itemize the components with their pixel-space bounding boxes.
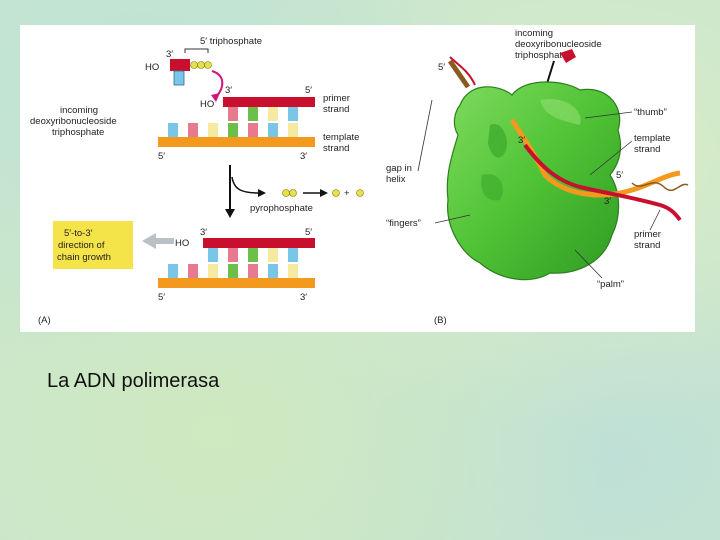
incoming-label-b-3: triphosphate <box>515 50 567 61</box>
direction-line-2: direction of <box>58 240 105 251</box>
polymerase-protein <box>446 81 622 281</box>
slide-caption: La ADN polimerasa <box>47 370 220 392</box>
dna-top-strand-end <box>449 56 476 86</box>
primer-label-2: strand <box>323 104 349 115</box>
phosphate-1 <box>190 61 198 69</box>
upper-ho-label: HO <box>200 99 214 110</box>
thumb-leader <box>584 111 633 119</box>
gap-leader <box>417 99 433 172</box>
primer-b-leader <box>649 209 661 231</box>
palm-leader <box>574 249 603 279</box>
gap-label-2: helix <box>386 174 406 185</box>
phosphate-3 <box>204 61 212 69</box>
lower-ho-label: HO <box>175 238 189 249</box>
upper-template-3prime: 3′ <box>300 151 307 162</box>
top-3prime-label: 3′ <box>166 49 173 60</box>
lower-primer-3prime: 3′ <box>200 227 207 238</box>
upper-primer-3prime: 3′ <box>225 85 232 96</box>
inner-3prime-b: 3′ <box>518 135 525 146</box>
figure: 5′ triphosphate 3′ HO incoming deoxyribo… <box>20 25 695 332</box>
pyrophosphate-p2 <box>289 189 297 197</box>
pyrophosphate-branch <box>231 176 261 194</box>
upper-primer-strand <box>223 97 315 107</box>
incoming-label-b-2: deoxyribonucleoside <box>515 39 602 50</box>
right-5prime-b: 5′ <box>616 170 623 181</box>
reaction-arrowhead <box>225 209 235 218</box>
thumb-label: “thumb” <box>634 107 667 118</box>
incoming-label-b-1: incoming <box>515 28 553 39</box>
hydrolysis-arrowhead <box>320 189 328 197</box>
lower-primer-strand <box>203 238 315 248</box>
template-label-2: strand <box>323 143 349 154</box>
template-top-ribbon <box>447 59 471 89</box>
incoming-sugar <box>170 59 190 71</box>
fingers-leader <box>434 214 471 224</box>
template-strand-ribbon <box>509 118 681 198</box>
helix-detail <box>631 181 689 192</box>
incoming-label-a-2: deoxyribonucleoside <box>30 116 117 127</box>
panel-a-label: (A) <box>38 315 51 326</box>
phosphate-free-1 <box>332 189 340 197</box>
right-3prime-b: 3′ <box>604 196 611 207</box>
pyrophosphate-p1 <box>282 189 290 197</box>
direction-box <box>53 221 133 269</box>
protein-fold-1 <box>488 124 507 158</box>
incoming-base <box>173 70 185 86</box>
phosphate-free-2 <box>356 189 364 197</box>
incoming-label-a-3: triphosphate <box>52 127 104 138</box>
incoming-label-a-1: incoming <box>60 105 98 116</box>
lower-template-3prime: 3′ <box>300 292 307 303</box>
protein-highlight <box>540 99 581 125</box>
phosphate-2 <box>197 61 205 69</box>
upper-template-strand <box>158 137 315 147</box>
top-5prime-b: 5′ <box>438 62 445 73</box>
direction-line-1: 5′-to-3′ <box>64 228 93 239</box>
dna-polymerase-diagram: 5′ triphosphate 3′ HO incoming deoxyribo… <box>30 28 689 326</box>
template-b-label-1: template <box>634 133 670 144</box>
upper-primer-5prime: 5′ <box>305 85 312 96</box>
plus-sign: + <box>344 188 350 199</box>
upper-template-5prime: 5′ <box>158 151 165 162</box>
template-b-leader <box>589 140 633 176</box>
panel-b-label: (B) <box>434 315 447 326</box>
gap-label-1: gap in <box>386 163 412 174</box>
upper-base-pairs <box>168 107 298 137</box>
template-b-label-2: strand <box>634 144 660 155</box>
lower-primer-5prime: 5′ <box>305 227 312 238</box>
palm-label: “palm” <box>597 279 624 290</box>
lower-template-strand <box>158 278 315 288</box>
primer-b-label-1: primer <box>634 229 661 240</box>
primer-label-1: primer <box>323 93 350 104</box>
protein-fold-2 <box>481 174 503 201</box>
incoming-nucleotide-b <box>560 49 576 63</box>
pyrophosphate-label: pyrophosphate <box>250 203 313 214</box>
pyrophosphate-branch-head <box>258 189 266 197</box>
panel-a: 5′ triphosphate 3′ HO incoming deoxyribo… <box>30 36 364 326</box>
direction-line-3: chain growth <box>57 252 111 263</box>
incoming-arrow <box>211 70 224 98</box>
primer-strand-ribbon <box>523 143 682 222</box>
lower-base-pairs <box>168 248 298 278</box>
incoming-arrowhead <box>211 93 220 102</box>
primer-b-label-2: strand <box>634 240 660 251</box>
growth-direction-arrow <box>142 233 174 249</box>
triphosphate-bracket <box>184 48 209 53</box>
panel-b: incoming deoxyribonucleoside triphosphat… <box>386 28 689 326</box>
fingers-label: “fingers” <box>386 218 421 229</box>
template-label-1: template <box>323 132 359 143</box>
top-ho-label: HO <box>145 62 159 73</box>
lower-template-5prime: 5′ <box>158 292 165 303</box>
triphosphate-label: 5′ triphosphate <box>200 36 262 47</box>
